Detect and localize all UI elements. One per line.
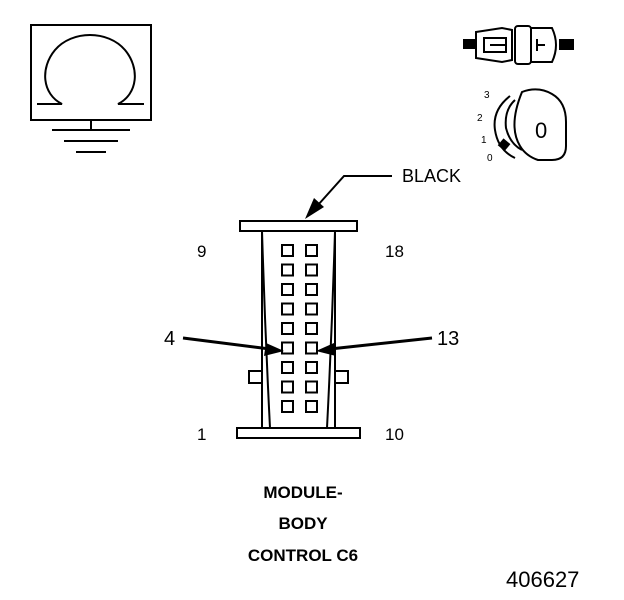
wire-color-leader xyxy=(305,175,392,219)
caption-line-2: BODY xyxy=(278,514,328,533)
inline-connector-icon xyxy=(463,25,574,65)
caption-line-1: MODULE- xyxy=(263,483,342,502)
pin-cavity xyxy=(305,400,318,413)
figure-number: 406627 xyxy=(506,567,579,592)
ohmmeter-symbol-icon xyxy=(30,24,152,153)
caption-line-3: CONTROL C6 xyxy=(248,546,358,565)
pin-label-top-left: 9 xyxy=(197,242,206,261)
pin-cavity xyxy=(281,380,294,394)
connector-body xyxy=(236,220,361,439)
callout-label-right: 13 xyxy=(437,328,459,350)
pin-cavity xyxy=(281,263,294,277)
pin-cavity xyxy=(305,283,318,296)
key-position-1: 1 xyxy=(481,135,487,146)
key-label: 0 xyxy=(535,118,547,143)
pin-cavity xyxy=(281,361,294,374)
pin-cavity xyxy=(281,322,294,335)
pin-cavity xyxy=(281,244,294,257)
key-position-0: 0 xyxy=(487,153,493,164)
key-position-2: 2 xyxy=(477,113,483,124)
pin-cavity xyxy=(305,380,318,394)
callout-label-left: 4 xyxy=(164,328,175,350)
ignition-key-icon: 3 2 1 0 0 xyxy=(477,88,567,164)
pin-cavity xyxy=(305,244,318,257)
pin-cavity xyxy=(281,400,294,413)
wire-color-label: BLACK xyxy=(402,166,461,186)
pin-cavity xyxy=(281,341,294,355)
key-position-3: 3 xyxy=(484,90,490,101)
pin-label-bottom-left: 1 xyxy=(197,425,206,444)
pin-cavity xyxy=(305,341,318,355)
callout-arrow-right xyxy=(316,336,433,356)
pin-label-bottom-right: 10 xyxy=(385,425,404,444)
pin-cavity xyxy=(281,302,294,316)
callout-arrow-left xyxy=(182,336,284,356)
pin-cavity xyxy=(305,263,318,277)
pin-cavity xyxy=(305,322,318,335)
pin-cavity xyxy=(305,302,318,316)
pin-label-top-right: 18 xyxy=(385,242,404,261)
pin-cavity xyxy=(281,283,294,296)
pin-cavity xyxy=(305,361,318,374)
pin-cavities xyxy=(281,244,318,413)
